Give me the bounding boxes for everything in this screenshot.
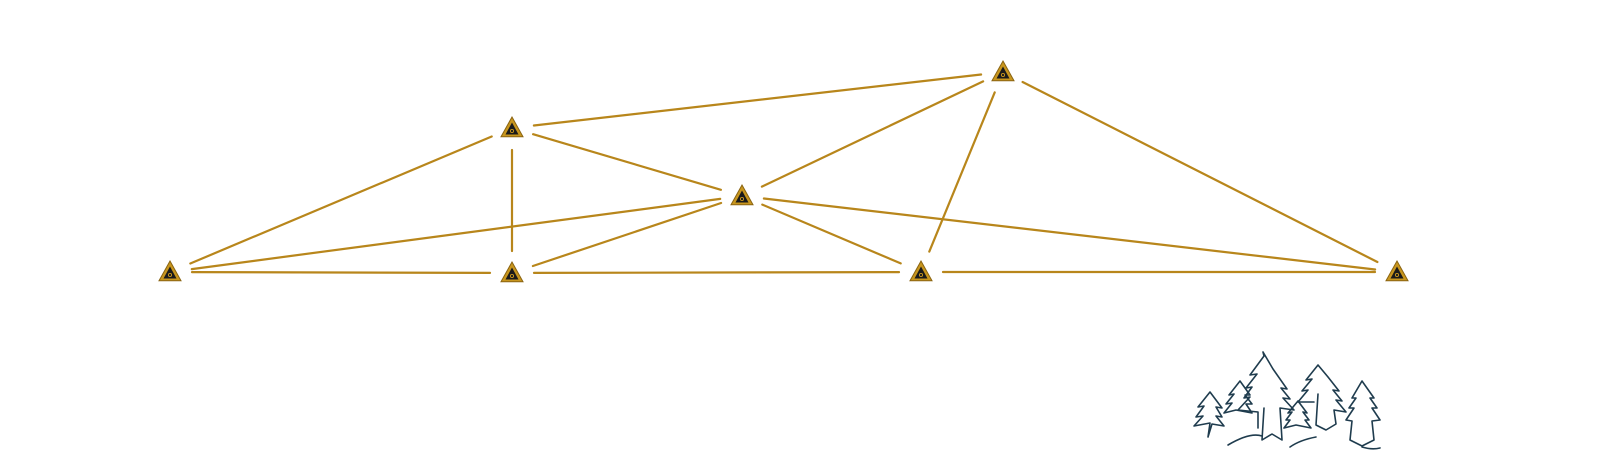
survey-marker-icon (991, 59, 1015, 82)
edge-n3-n6 (762, 197, 1377, 271)
survey-marker-icon (1385, 259, 1409, 282)
edge-n1-n4 (190, 271, 492, 274)
edge-n4-n3 (531, 201, 723, 268)
edge-n1-n2 (189, 135, 493, 265)
edge-n2-n7 (532, 73, 983, 127)
edge-n3-n7 (760, 80, 985, 188)
survey-marker-icon (500, 115, 524, 138)
forest-trees-icon (1193, 351, 1381, 450)
edge-n2-n3 (531, 133, 723, 191)
nodes-layer (158, 59, 1409, 283)
edge-n7-n5 (928, 91, 996, 253)
edge-n7-n6 (1021, 80, 1379, 264)
edge-n3-n5 (761, 203, 902, 265)
survey-marker-icon (730, 183, 754, 206)
edge-n4-n5 (532, 271, 901, 274)
survey-marker-icon (909, 259, 933, 282)
survey-marker-icon (500, 260, 524, 283)
survey-marker-icon (158, 259, 182, 282)
edges-layer (189, 73, 1379, 274)
edge-n1-n3 (190, 197, 722, 271)
